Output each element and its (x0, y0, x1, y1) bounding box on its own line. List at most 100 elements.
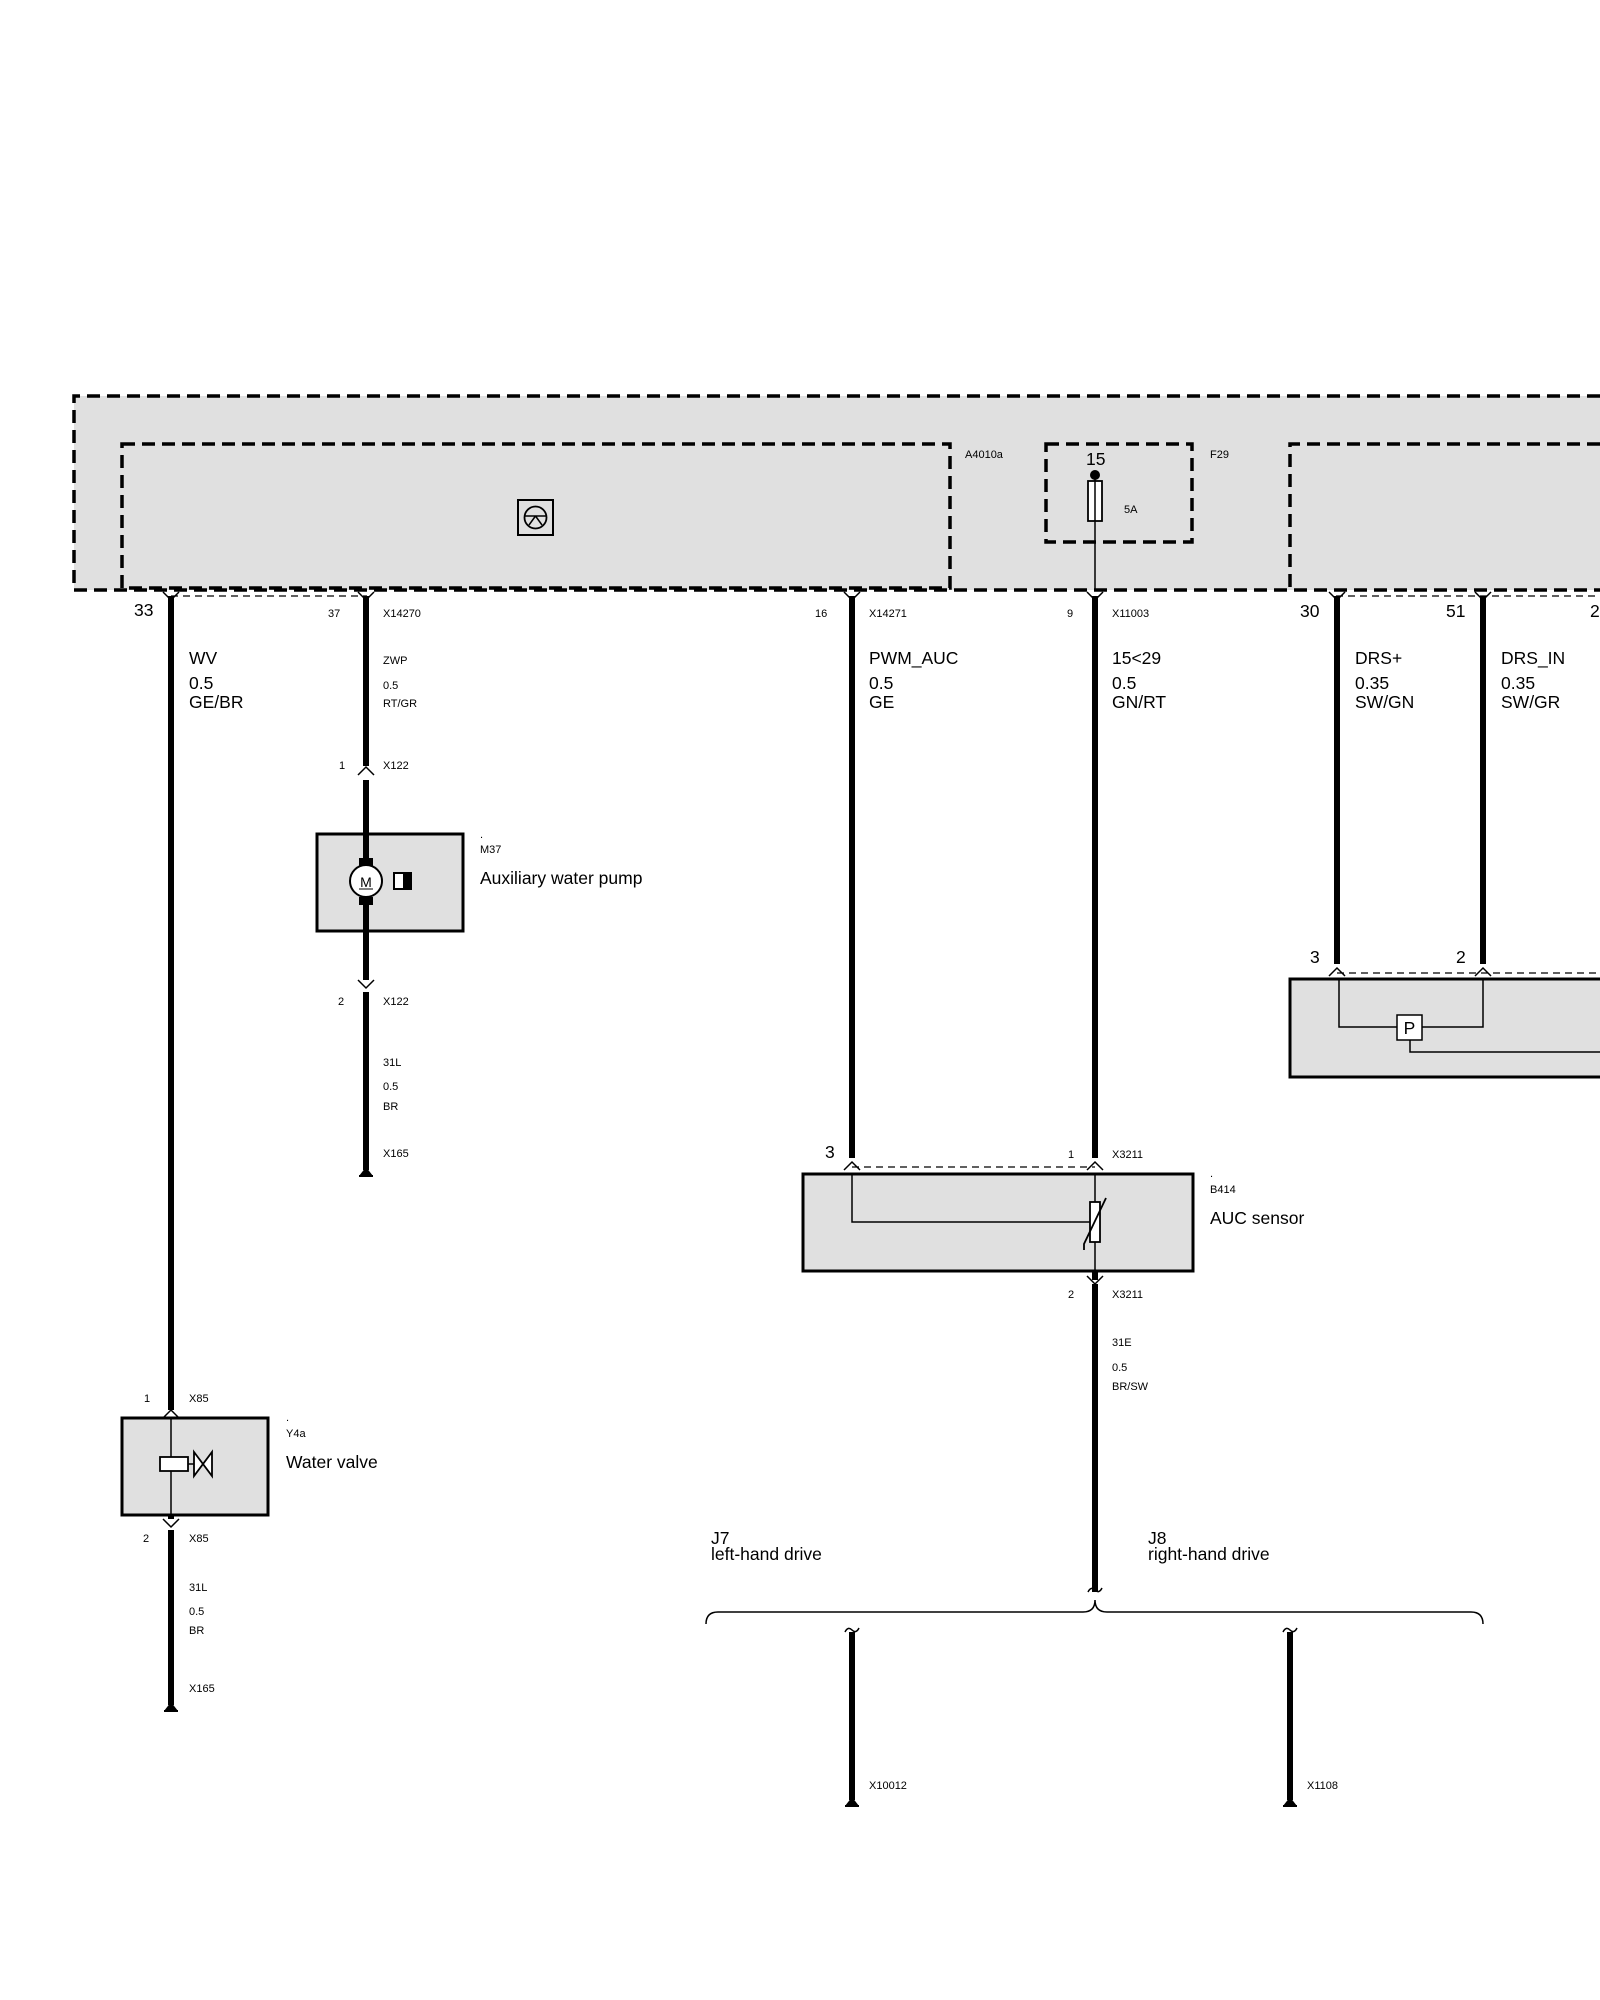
ground-icon (359, 1167, 373, 1176)
pressure-pin-b: 2 (1456, 947, 1466, 967)
auc-dot: . (1210, 1168, 1213, 1180)
zwp-signal: ZWP (383, 655, 407, 667)
kl15-signal: 15<29 (1112, 648, 1161, 668)
auc-ground-signal: 31E (1112, 1337, 1132, 1349)
zwp-size: 0.5 (383, 680, 398, 692)
control-module: A4010a 15 5A F29 (72, 394, 1600, 592)
wire-wv: 33 WV 0.5 GE/BR (134, 591, 243, 1410)
drs-in-size: 0.35 (1501, 673, 1535, 693)
j7-label: left-hand drive (711, 1544, 822, 1564)
auc-pin-left: 3 (825, 1142, 835, 1162)
pump-ground-wire: 2 X122 31L 0.5 BR X165 (338, 931, 409, 1177)
valve-pin-top: 1 (144, 1393, 150, 1405)
pressure-sensor: 3 2 P (1288, 947, 1600, 1079)
svg-text:P: P (1404, 1018, 1416, 1038)
wv-pin: 33 (134, 600, 153, 620)
valve-dot: . (286, 1412, 289, 1424)
drs-in-color: SW/GR (1501, 692, 1560, 712)
pump-ground-connector: X165 (383, 1148, 409, 1160)
ground-icon (164, 1702, 178, 1711)
valve-id: Y4a (286, 1428, 306, 1440)
drs-in-edge-pin: 2 (1590, 601, 1600, 621)
auc-pin-bottom: 2 (1068, 1289, 1074, 1301)
pressure-pin-a: 3 (1310, 947, 1320, 967)
j8-label: right-hand drive (1148, 1544, 1270, 1564)
valve-ground-size: 0.5 (189, 1606, 204, 1618)
auxiliary-water-pump: M . M37 Auxiliary water pump (315, 829, 642, 933)
electronics-icon (517, 499, 554, 536)
valve-ground-wire: 2 X85 31L 0.5 BR X165 (143, 1515, 215, 1712)
pump-pin-top: 1 (339, 760, 345, 772)
fuse-block (1044, 442, 1194, 544)
pump-ground-color: BR (383, 1101, 398, 1113)
svg-text:M: M (360, 874, 372, 890)
pump-ground-size: 0.5 (383, 1081, 398, 1093)
water-valve: 1 X85 . Y4a Water valve (120, 1393, 378, 1517)
pwm-pin: 16 (815, 608, 827, 620)
wire-pwm-auc: 16 X14271 PWM_AUC 0.5 GE (815, 591, 958, 1158)
auc-ground-wire: 2 X3211 31E 0.5 BR/SW (1068, 1271, 1149, 1593)
pwm-color: GE (869, 692, 894, 712)
wire-drs-plus: 30 DRS+ 0.35 SW/GN (1300, 591, 1414, 964)
auc-pin-top: 1 (1068, 1149, 1074, 1161)
auc-conn-bottom: X3211 (1112, 1289, 1143, 1301)
j7-id: J7 (711, 1528, 729, 1548)
valve-pin-bottom: 2 (143, 1533, 149, 1545)
thermistor-icon (1083, 1197, 1107, 1250)
valve-ground-color: BR (189, 1625, 204, 1637)
valve-ground-signal: 31L (189, 1582, 207, 1594)
pump-conn-top: X122 (383, 760, 409, 772)
pump-pin-bottom: 2 (338, 996, 344, 1008)
pump-ground-signal: 31L (383, 1057, 401, 1069)
fuse-rating: 5A (1124, 504, 1138, 516)
kl15-connector: X11003 (1112, 608, 1149, 620)
pump-conn-bottom: X122 (383, 996, 409, 1008)
pwm-size: 0.5 (869, 673, 893, 693)
valve-ground-connector: X165 (189, 1683, 215, 1695)
auc-id: B414 (1210, 1184, 1236, 1196)
drs-plus-signal: DRS+ (1355, 648, 1402, 668)
module-inner-label: A4010a (965, 449, 1004, 461)
fuse-pin-label: 15 (1086, 449, 1105, 469)
drs-in-signal: DRS_IN (1501, 648, 1565, 669)
kl15-color: GN/RT (1112, 692, 1166, 712)
drs-plus-pin: 30 (1300, 601, 1320, 621)
module-inner-block (120, 442, 952, 590)
drs-plus-size: 0.35 (1355, 673, 1389, 693)
wire-kl15: 9 X11003 15<29 0.5 GN/RT (1067, 591, 1166, 1158)
auc-ground-size: 0.5 (1112, 1362, 1127, 1374)
auc-ground-color: BR/SW (1112, 1381, 1149, 1393)
wire-zwp: 37 X14270 ZWP 0.5 RT/GR 1 X122 (328, 591, 421, 834)
j8-connector: X1108 (1307, 1780, 1338, 1792)
pump-id: M37 (480, 844, 501, 856)
variant-brace (705, 1599, 1484, 1625)
valve-conn-bottom: X85 (189, 1533, 209, 1545)
fuse-id: F29 (1210, 449, 1229, 461)
auc-sensor: 3 1 X3211 . B414 AUC sensor (801, 1142, 1305, 1273)
pwm-connector: X14271 (869, 608, 907, 620)
auc-conn-top: X3211 (1112, 1149, 1143, 1161)
wv-color: GE/BR (189, 692, 243, 712)
pwm-signal: PWM_AUC (869, 648, 958, 669)
j7-connector: X10012 (869, 1780, 907, 1792)
drs-in-pin: 51 (1446, 601, 1465, 621)
fuse-icon (1087, 470, 1103, 590)
j8-id: J8 (1148, 1528, 1166, 1548)
zwp-color: RT/GR (383, 698, 417, 710)
solenoid-valve-icon (159, 1449, 213, 1479)
motor-icon: M (349, 858, 412, 905)
drs-plus-color: SW/GN (1355, 692, 1414, 712)
zwp-pin: 37 (328, 608, 340, 620)
auc-name: AUC sensor (1210, 1208, 1305, 1228)
ground-icon (1283, 1797, 1297, 1806)
valve-conn-top: X85 (189, 1393, 209, 1405)
wire-drs-in: 51 2 DRS_IN 0.35 SW/GR (1446, 591, 1600, 964)
ground-icon (845, 1797, 859, 1806)
wv-size: 0.5 (189, 673, 213, 693)
wv-signal: WV (189, 648, 218, 668)
kl15-pin: 9 (1067, 608, 1073, 620)
pump-name: Auxiliary water pump (480, 868, 642, 888)
zwp-connector: X14270 (383, 608, 421, 620)
valve-name: Water valve (286, 1452, 378, 1472)
